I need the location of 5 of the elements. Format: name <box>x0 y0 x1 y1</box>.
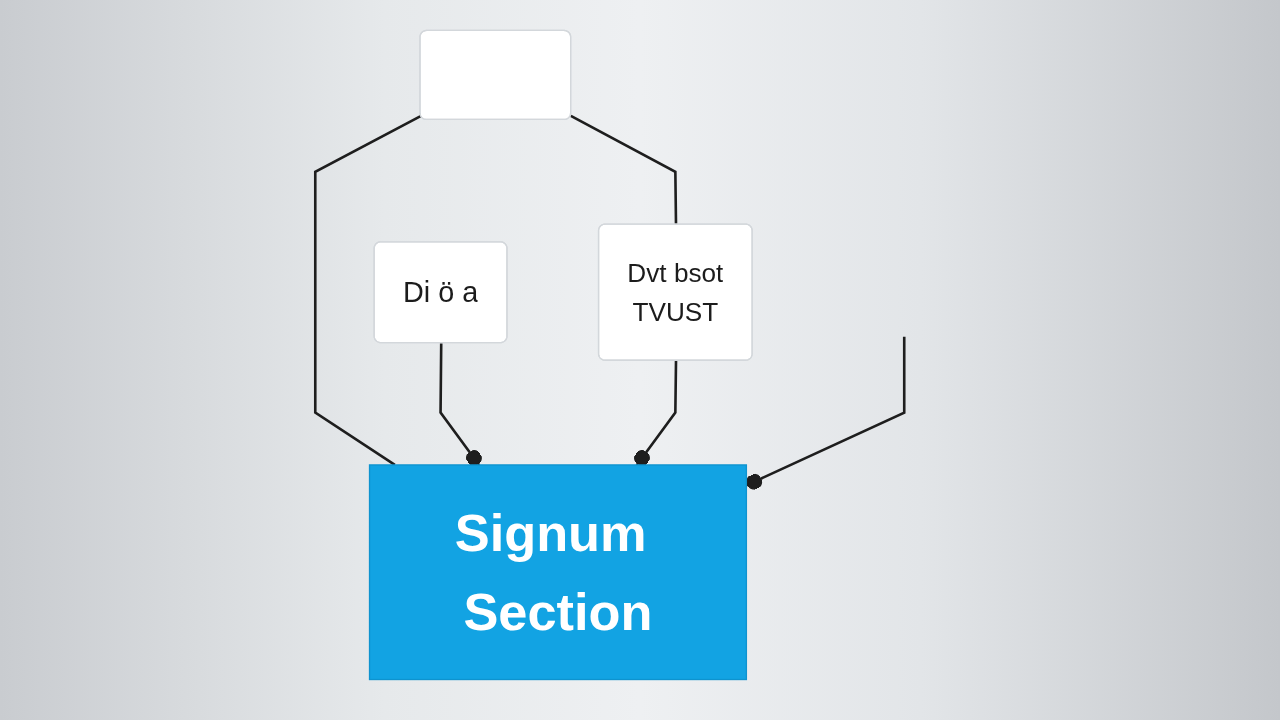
connector <box>570 114 678 225</box>
node-box: Signum Section <box>368 464 748 681</box>
connector <box>634 360 678 466</box>
connector <box>439 343 482 466</box>
connector <box>313 114 422 466</box>
